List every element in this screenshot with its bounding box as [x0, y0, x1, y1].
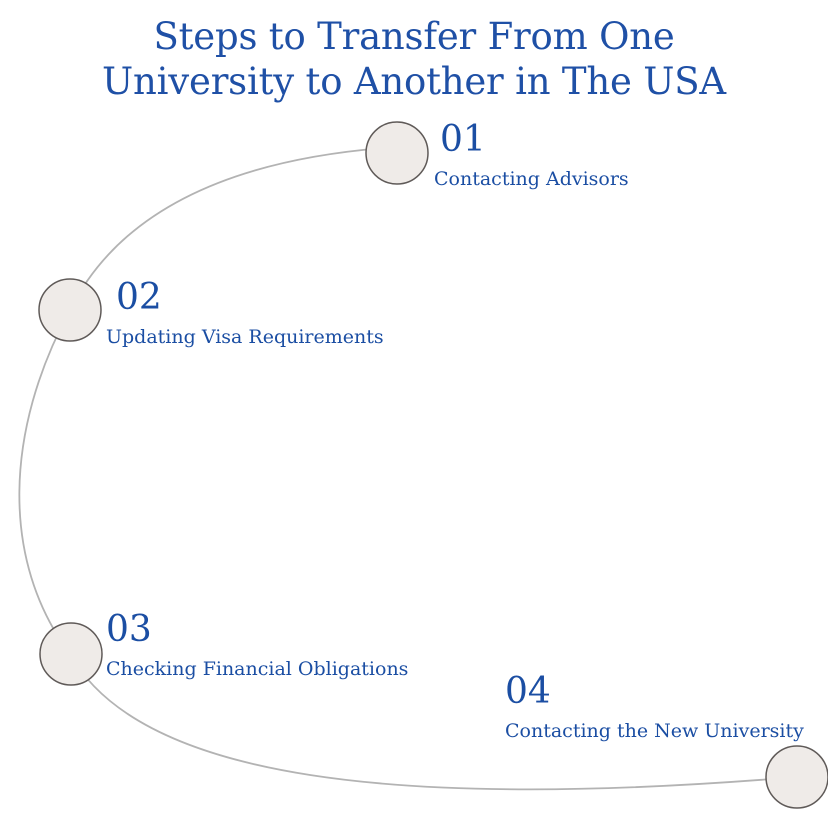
step-label-04: Contacting the New University — [505, 720, 804, 742]
step-node-01 — [365, 121, 429, 185]
step-number-02: 02 — [116, 277, 162, 318]
step-label-01: Contacting Advisors — [434, 168, 629, 190]
title-line-2: University to Another in The USA — [102, 60, 726, 103]
diagram-title: Steps to Transfer From One University to… — [0, 14, 828, 104]
step-number-03: 03 — [106, 609, 152, 650]
step-number-04: 04 — [505, 671, 551, 712]
timeline-curve — [18, 146, 798, 791]
step-node-03 — [39, 622, 103, 686]
step-label-02: Updating Visa Requirements — [106, 326, 384, 348]
step-node-04 — [765, 745, 828, 809]
step-node-02 — [38, 278, 102, 342]
step-number-01: 01 — [440, 119, 486, 160]
step-label-03: Checking Financial Obligations — [106, 658, 409, 680]
title-line-1: Steps to Transfer From One — [153, 15, 675, 58]
